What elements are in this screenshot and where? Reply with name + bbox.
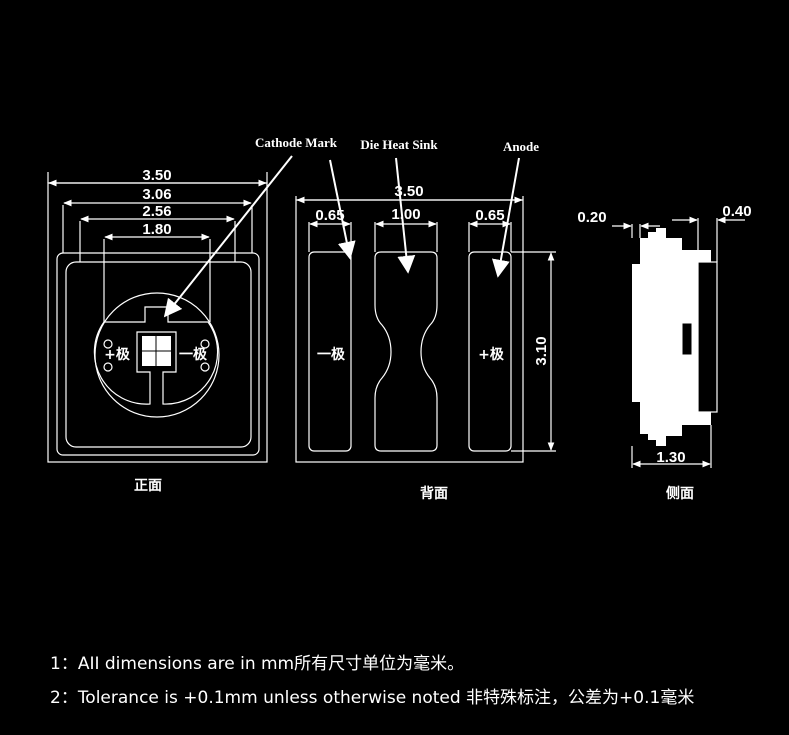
front-caption: 正面 <box>134 478 162 494</box>
back-dim-left-pad: 0.65 <box>315 207 344 224</box>
back-view <box>295 196 556 463</box>
back-minus-label: 一极 <box>317 346 346 363</box>
side-body <box>632 228 711 446</box>
back-left-pad <box>308 251 352 452</box>
front-minus-label: 一极 <box>179 346 208 363</box>
front-plus-label: +极 <box>104 346 131 363</box>
back-dim-height: 3.10 <box>533 336 550 365</box>
front-inner-frame <box>56 252 260 456</box>
back-heat-sink-pad <box>374 251 438 452</box>
back-dim-width: 3.50 <box>394 183 423 200</box>
front-die-pattern <box>93 306 219 405</box>
note-tolerance: 2：Tolerance is +0.1mm unless otherwise n… <box>50 688 695 708</box>
side-dim-left: 0.20 <box>577 209 606 226</box>
back-right-pad <box>468 251 512 452</box>
back-dim-center-pad: 1.00 <box>391 206 420 223</box>
heat-sink-arrow <box>395 157 416 274</box>
front-dim-2: 2.56 <box>142 203 171 220</box>
cathode-arrow-back <box>329 159 356 260</box>
side-view <box>612 216 745 468</box>
note-dimensions: 1：AII dimensions are in mm所有尺寸单位为毫米。 <box>50 654 465 674</box>
cathode-mark-label: Cathode Mark <box>255 135 338 150</box>
front-dim-3: 1.80 <box>142 221 171 238</box>
callout-arrows <box>163 155 520 318</box>
back-outer-body <box>295 199 524 463</box>
front-dim-0: 3.50 <box>142 167 171 184</box>
back-plus-label: +极 <box>478 346 505 363</box>
side-dim-right: 0.40 <box>722 203 751 220</box>
back-dim-right-pad: 0.65 <box>475 207 504 224</box>
front-lens-frame <box>65 261 252 448</box>
front-view <box>47 172 268 463</box>
side-caption: 侧面 <box>666 485 694 502</box>
side-dim-bottom: 1.30 <box>656 449 685 466</box>
anode-label: Anode <box>503 139 539 154</box>
back-caption: 背面 <box>420 485 448 502</box>
anode-arrow <box>491 157 520 278</box>
cathode-arrow <box>163 155 293 318</box>
die-heat-sink-label: Die Heat Sink <box>360 137 438 152</box>
front-dim-1: 3.06 <box>142 186 171 203</box>
